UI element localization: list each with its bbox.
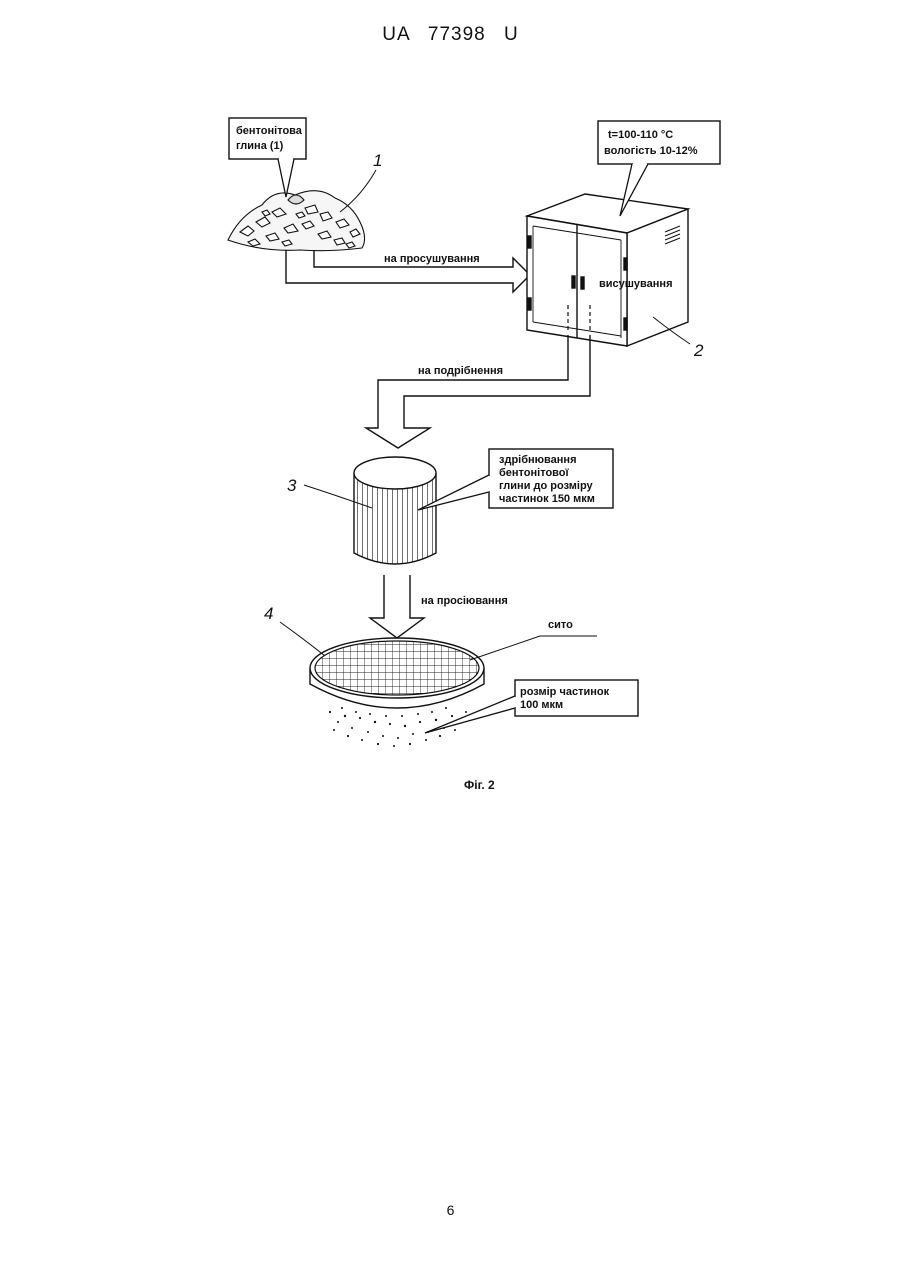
grinding-line2: бентонітової (499, 467, 570, 479)
particle-size-line1: розмір частинок (520, 686, 610, 698)
grinding-line1: здрібнювання (499, 454, 577, 466)
arrow-to-sieve (370, 575, 424, 638)
label-number-1: 1 (373, 151, 382, 170)
clay-callout-line2: глина (1) (236, 140, 284, 152)
to-drying-label: на просушування (384, 253, 480, 265)
label-number-4: 4 (264, 604, 273, 623)
drying-label: висушування (599, 278, 673, 290)
sieve-label: сито (548, 619, 573, 631)
clay-callout: бентонітова глина (1) (229, 118, 306, 197)
dryer-params-line1: t=100-110 °C (608, 129, 673, 141)
to-grinding-label: на подрібнення (418, 365, 503, 377)
page-number: 6 (0, 1202, 901, 1218)
label-number-2: 2 (693, 341, 704, 360)
clay-pile (228, 191, 365, 251)
dryer-params-line2: вологість 10-12% (604, 145, 698, 157)
label-number-3: 3 (287, 476, 297, 495)
grinding-callout: здрібнювання бентонітової глини до розмі… (418, 449, 613, 510)
to-sifting-label: на просіювання (421, 595, 508, 607)
figure-caption: Фіг. 2 (464, 778, 495, 792)
grinding-line4: частинок 150 мкм (499, 493, 595, 505)
particle-size-line2: 100 мкм (520, 699, 563, 711)
clay-callout-line1: бентонітова (236, 125, 303, 137)
dryer-cabinet (527, 194, 688, 346)
grinder-cylinder (354, 457, 436, 564)
grinding-line3: глини до розміру (499, 480, 594, 492)
sieve (310, 638, 484, 747)
